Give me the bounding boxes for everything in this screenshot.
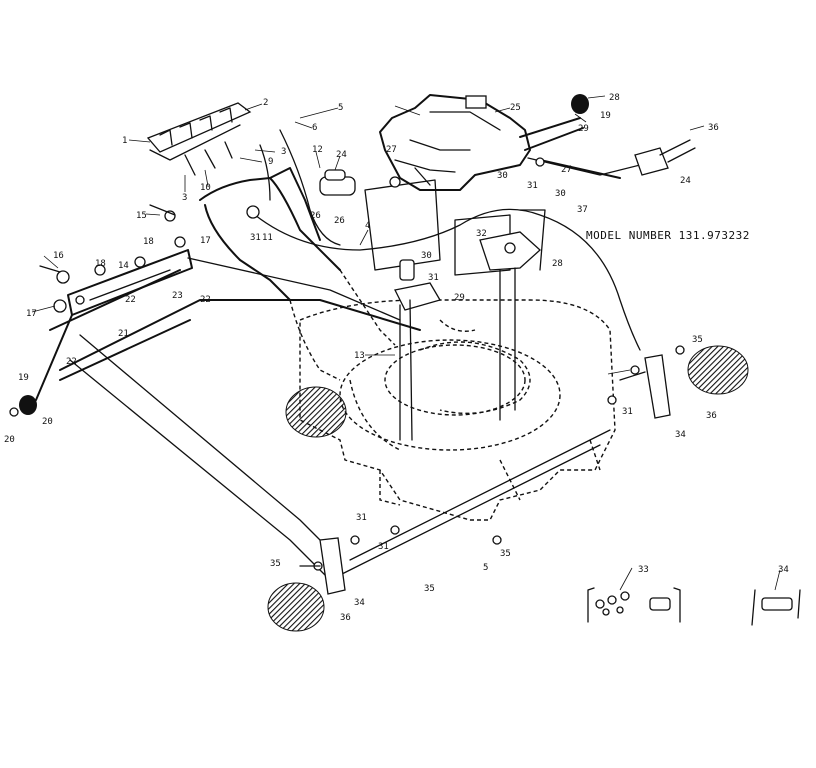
model-number-label: MODEL NUMBER 131.973232 bbox=[586, 229, 750, 242]
callout-15: 15 bbox=[136, 211, 147, 221]
callout-35: 35 bbox=[500, 549, 511, 559]
callout-18: 18 bbox=[143, 237, 154, 247]
callout-19: 19 bbox=[18, 373, 29, 383]
callout-21: 21 bbox=[118, 329, 129, 339]
height-adjuster-bracket bbox=[394, 231, 541, 441]
rear-left-wheel bbox=[285, 386, 347, 438]
rear-axle-shaft bbox=[519, 117, 641, 179]
spring-left bbox=[56, 270, 70, 284]
callout-10: 10 bbox=[200, 183, 211, 193]
control-panel bbox=[146, 102, 252, 176]
callout-numbers: 1 2 3 3 4 5 6 9 10 11 12 13 14 15 16 17 … bbox=[4, 93, 789, 623]
callout-30: 30 bbox=[555, 189, 566, 199]
callout-30: 30 bbox=[421, 251, 432, 261]
callout-1: 1 bbox=[122, 136, 127, 146]
lower-handle bbox=[199, 167, 396, 381]
callout-19: 19 bbox=[600, 111, 611, 121]
callout-17: 17 bbox=[200, 236, 211, 246]
engine-cap bbox=[465, 95, 487, 109]
knob-icon bbox=[571, 94, 589, 114]
callout-26: 26 bbox=[310, 211, 321, 221]
callout-22: 22 bbox=[66, 357, 77, 367]
callout-36: 36 bbox=[706, 411, 717, 421]
front-axle bbox=[69, 334, 611, 595]
callout-31: 31 bbox=[622, 407, 633, 417]
callout-18: 18 bbox=[95, 259, 106, 269]
callout-31: 31 bbox=[250, 233, 261, 243]
mower-deck bbox=[299, 299, 616, 521]
callout-29: 29 bbox=[454, 293, 465, 303]
left-axle-assembly bbox=[35, 236, 421, 401]
engine-housing bbox=[379, 94, 531, 191]
callout-36: 36 bbox=[708, 123, 719, 133]
front-wheel-bracket bbox=[319, 537, 346, 595]
discharge-chute bbox=[364, 179, 546, 276]
callout-22: 22 bbox=[125, 295, 136, 305]
callout-6: 6 bbox=[312, 123, 317, 133]
control-cables bbox=[254, 129, 641, 351]
rear-wheel-bracket bbox=[607, 345, 685, 419]
callout-34: 34 bbox=[354, 598, 365, 608]
callout-32: 32 bbox=[476, 229, 487, 239]
callout-5: 5 bbox=[483, 563, 488, 573]
callout-5: 5 bbox=[338, 103, 343, 113]
callout-28: 28 bbox=[609, 93, 620, 103]
callout-34: 34 bbox=[778, 565, 789, 575]
callout-37: 37 bbox=[577, 205, 588, 215]
grommet bbox=[246, 205, 260, 219]
callout-31: 31 bbox=[378, 542, 389, 552]
callout-3: 3 bbox=[182, 193, 187, 203]
callout-29: 29 bbox=[578, 124, 589, 134]
callout-24: 24 bbox=[336, 150, 347, 160]
callout-27: 27 bbox=[561, 165, 572, 175]
callout-14: 14 bbox=[118, 261, 129, 271]
callout-28: 28 bbox=[552, 259, 563, 269]
callout-24: 24 bbox=[680, 176, 691, 186]
callout-30: 30 bbox=[497, 171, 508, 181]
callout-3: 3 bbox=[281, 147, 286, 157]
callout-20: 20 bbox=[42, 417, 53, 427]
callout-31: 31 bbox=[356, 513, 367, 523]
callout-27: 27 bbox=[386, 145, 397, 155]
callout-35: 35 bbox=[424, 584, 435, 594]
knob-upper-right bbox=[571, 94, 606, 123]
callout-36: 36 bbox=[340, 613, 351, 623]
callout-31: 31 bbox=[527, 181, 538, 191]
callout-11: 11 bbox=[262, 233, 273, 243]
front-left-wheel bbox=[267, 582, 325, 632]
callout-4: 4 bbox=[365, 221, 370, 231]
callout-17: 17 bbox=[26, 309, 37, 319]
rear-right-wheel bbox=[687, 345, 749, 395]
callout-35: 35 bbox=[270, 559, 281, 569]
callout-33: 33 bbox=[638, 565, 649, 575]
callout-2: 2 bbox=[263, 98, 268, 108]
leader-lines bbox=[31, 103, 781, 591]
height-adjuster-right bbox=[634, 125, 705, 176]
knob-icon bbox=[19, 395, 37, 415]
knob-left bbox=[9, 395, 37, 417]
callout-9: 9 bbox=[268, 157, 273, 167]
throttle-parts bbox=[149, 157, 545, 222]
callout-13: 13 bbox=[354, 351, 365, 361]
callout-20: 20 bbox=[4, 435, 15, 445]
callout-16: 16 bbox=[53, 251, 64, 261]
callout-35: 35 bbox=[692, 335, 703, 345]
callout-26: 26 bbox=[334, 216, 345, 226]
callout-25: 25 bbox=[510, 103, 521, 113]
callout-23: 23 bbox=[172, 291, 183, 301]
callout-12: 12 bbox=[312, 145, 323, 155]
parts-kit-34 bbox=[751, 589, 801, 626]
callout-34: 34 bbox=[675, 430, 686, 440]
callout-22: 22 bbox=[200, 295, 211, 305]
parts-kit-33 bbox=[587, 587, 681, 623]
callout-31: 31 bbox=[428, 273, 439, 283]
